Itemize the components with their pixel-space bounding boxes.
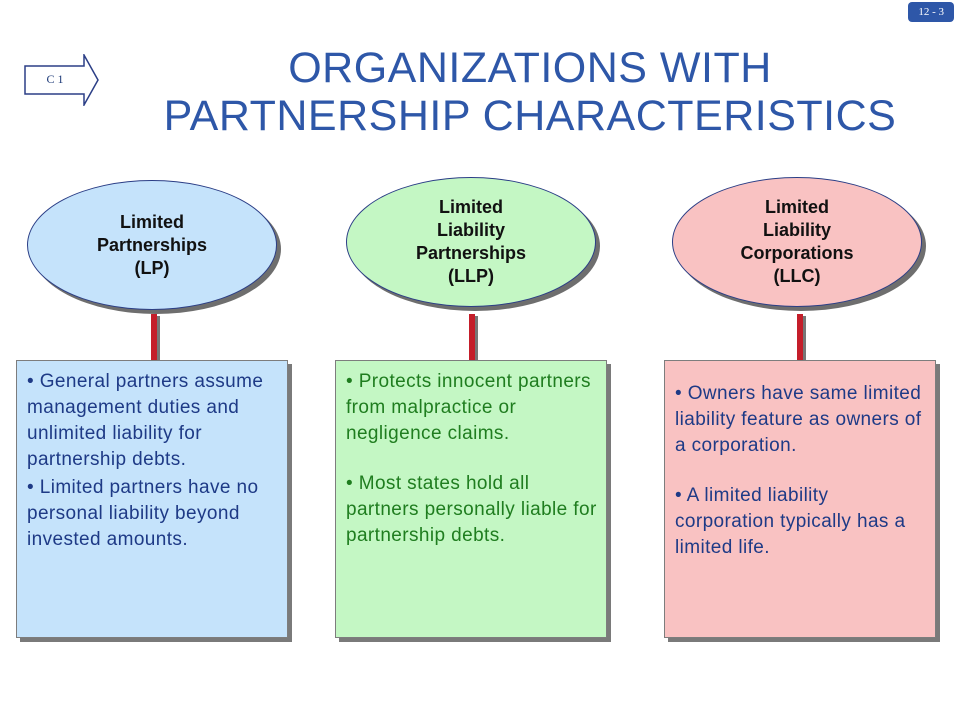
page-number-badge: 12 - 3: [908, 2, 954, 22]
lp-name-line: Partnerships: [96, 234, 208, 255]
llc-connector: [797, 314, 803, 361]
llc-name-line: Limited: [764, 197, 829, 217]
lp-connector: [151, 314, 157, 361]
lp-description-box: • General partners assume management dut…: [16, 360, 288, 638]
llp-description-box: • Protects innocent partners from malpra…: [335, 360, 607, 638]
llp-name-line: Partnerships: [415, 243, 527, 263]
page-title-line-2: PARTNERSHIP CHARACTERISTICS: [163, 92, 897, 140]
llc-oval: Limited Liability Corporations (LLC): [672, 177, 922, 307]
page-title: ORGANIZATIONS WITH PARTNERSHIP CHARACTER…: [100, 44, 960, 140]
llp-name-line: Liability: [436, 220, 505, 240]
lp-name-line: Limited: [119, 211, 184, 232]
llc-bullet: • A limited liability corporation typica…: [675, 485, 906, 558]
llp-bullet: • Most states hold all partners personal…: [346, 473, 597, 546]
llp-oval: Limited Liability Partnerships (LLP): [346, 177, 596, 307]
lp-bullet: • Limited partners have no personal liab…: [27, 477, 259, 550]
llc-description-box: • Owners have same limited liability fea…: [664, 360, 936, 638]
lp-bullet: • General partners assume management dut…: [27, 371, 264, 470]
llc-name-line: Corporations: [740, 243, 854, 263]
llp-connector: [469, 314, 475, 361]
llp-bullet: • Protects innocent partners from malpra…: [346, 371, 591, 444]
lp-name-line: (LP): [134, 257, 170, 278]
chapter-marker-arrow: C 1: [24, 54, 100, 106]
llp-name-line: Limited: [438, 197, 503, 217]
arrow-right-icon: [24, 54, 99, 106]
page-title-line-1: ORGANIZATIONS WITH: [288, 44, 772, 92]
chapter-marker-label: C 1: [46, 72, 64, 86]
llc-bullet: • Owners have same limited liability fea…: [675, 383, 922, 456]
llp-name-line: (LLP): [448, 266, 494, 286]
llc-name-line: (LLC): [773, 266, 821, 286]
llc-name-line: Liability: [762, 220, 831, 240]
lp-oval: Limited Partnerships (LP): [27, 180, 277, 310]
